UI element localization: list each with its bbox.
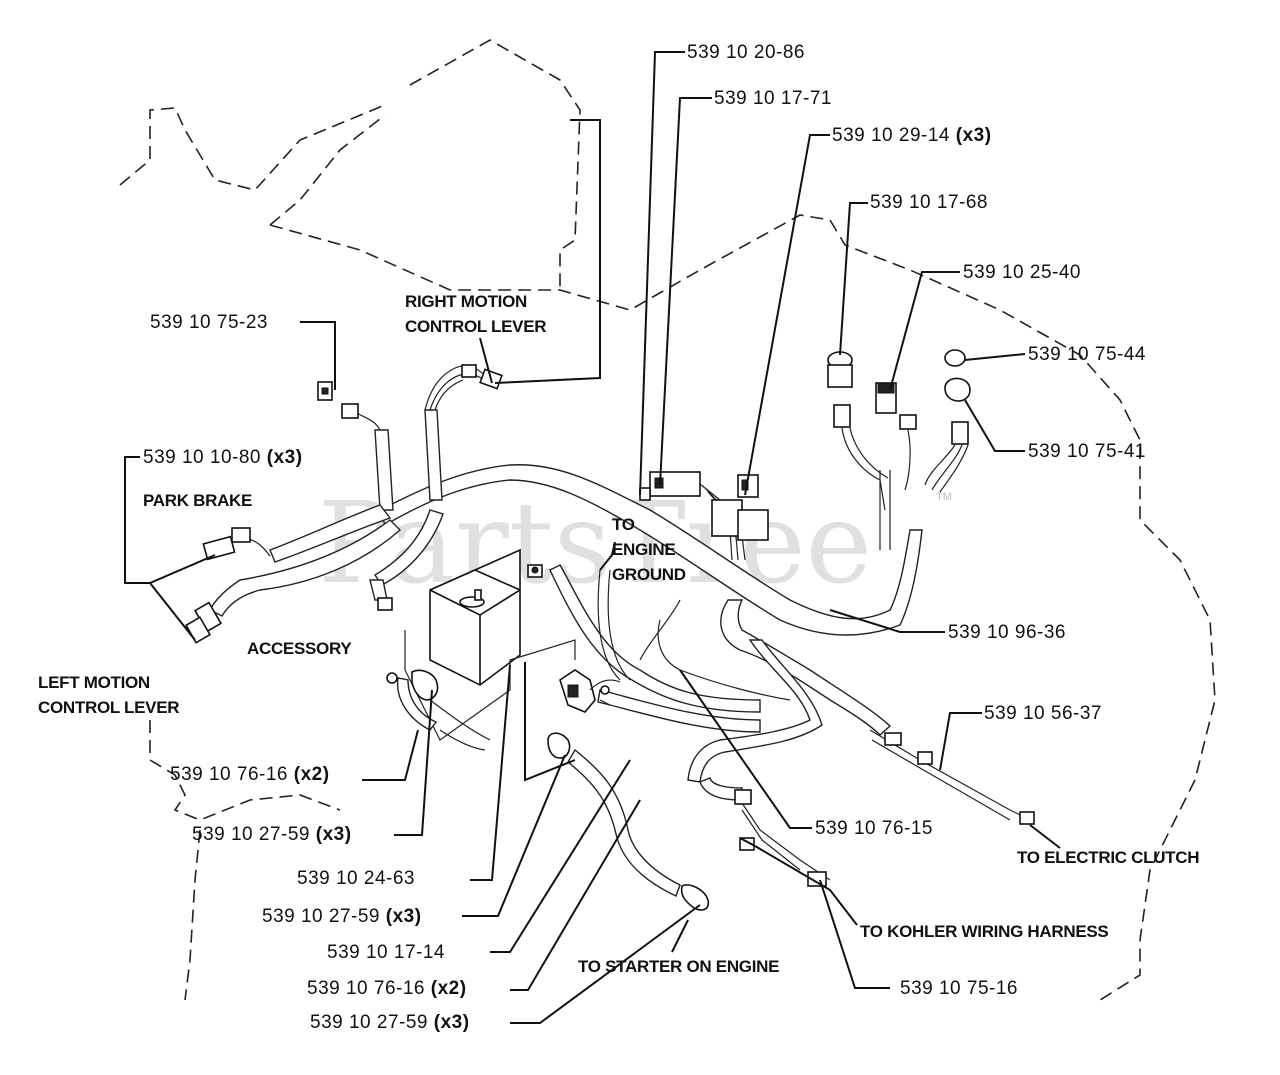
main-harness bbox=[209, 409, 1031, 881]
captions: RIGHT MOTION CONTROL LEVER PARK BRAKE TO… bbox=[38, 292, 1200, 976]
caption-accessory: ACCESSORY bbox=[247, 639, 352, 658]
part-label: 539 10 76-16 (x2) bbox=[170, 764, 330, 785]
caption-park-brake: PARK BRAKE bbox=[143, 491, 252, 510]
caption-engine-ground: ENGINE bbox=[612, 540, 675, 559]
part-label: 539 10 27-59 (x3) bbox=[192, 824, 352, 845]
battery-cables bbox=[386, 669, 486, 751]
part-number-labels: 539 10 20-86 539 10 17-71 539 10 29-14 (… bbox=[143, 42, 1146, 1033]
tractor-outline bbox=[119, 39, 1216, 1001]
caption-electric-clutch: TO ELECTRIC CLUTCH bbox=[1017, 848, 1199, 867]
part-label: 539 10 76-15 bbox=[815, 818, 933, 839]
caption-left-lever: CONTROL LEVER bbox=[38, 698, 179, 717]
part-label: 539 10 75-16 bbox=[900, 978, 1018, 999]
caption-right-lever: RIGHT MOTION bbox=[405, 292, 527, 311]
caption-engine-ground: GROUND bbox=[612, 565, 686, 584]
part-label: 539 10 76-16 (x2) bbox=[307, 978, 467, 999]
caption-kohler-harness: TO KOHLER WIRING HARNESS bbox=[860, 922, 1108, 941]
caption-left-lever: LEFT MOTION bbox=[38, 673, 150, 692]
part-label: 539 10 29-14 (x3) bbox=[832, 125, 992, 146]
starter-solenoid bbox=[559, 669, 621, 713]
part-label: 539 10 27-59 (x3) bbox=[310, 1012, 470, 1033]
part-label: 539 10 56-37 bbox=[984, 703, 1102, 724]
right-lever-branch bbox=[424, 364, 503, 411]
clutch-kohler-connectors bbox=[734, 732, 1035, 887]
part-label: 539 10 25-40 bbox=[963, 262, 1081, 283]
part-label: 539 10 75-23 bbox=[150, 312, 268, 333]
part-label: 539 10 17-68 bbox=[870, 192, 988, 213]
part-label: 539 10 17-14 bbox=[327, 942, 445, 963]
leader-lines bbox=[124, 51, 1061, 1024]
battery bbox=[404, 548, 576, 741]
watermark-tm: TM bbox=[936, 491, 952, 503]
part-label: 539 10 24-63 bbox=[297, 868, 415, 889]
part-label: 539 10 75-44 bbox=[1028, 344, 1146, 365]
caption-right-lever: CONTROL LEVER bbox=[405, 317, 546, 336]
part-label: 539 10 27-59 (x3) bbox=[262, 906, 422, 927]
caption-engine-ground: TO bbox=[612, 515, 635, 534]
part-label: 539 10 96-36 bbox=[948, 622, 1066, 643]
left-connectors bbox=[184, 381, 393, 644]
part-label: 539 10 75-41 bbox=[1028, 441, 1146, 462]
part-label: 539 10 20-86 bbox=[687, 42, 805, 63]
part-label: 539 10 10-80 (x3) bbox=[143, 447, 303, 468]
caption-starter: TO STARTER ON ENGINE bbox=[578, 957, 779, 976]
relay-connectors bbox=[639, 471, 769, 561]
starter-cable bbox=[547, 732, 710, 911]
right-switches bbox=[827, 349, 971, 550]
part-label: 539 10 17-71 bbox=[714, 88, 832, 109]
